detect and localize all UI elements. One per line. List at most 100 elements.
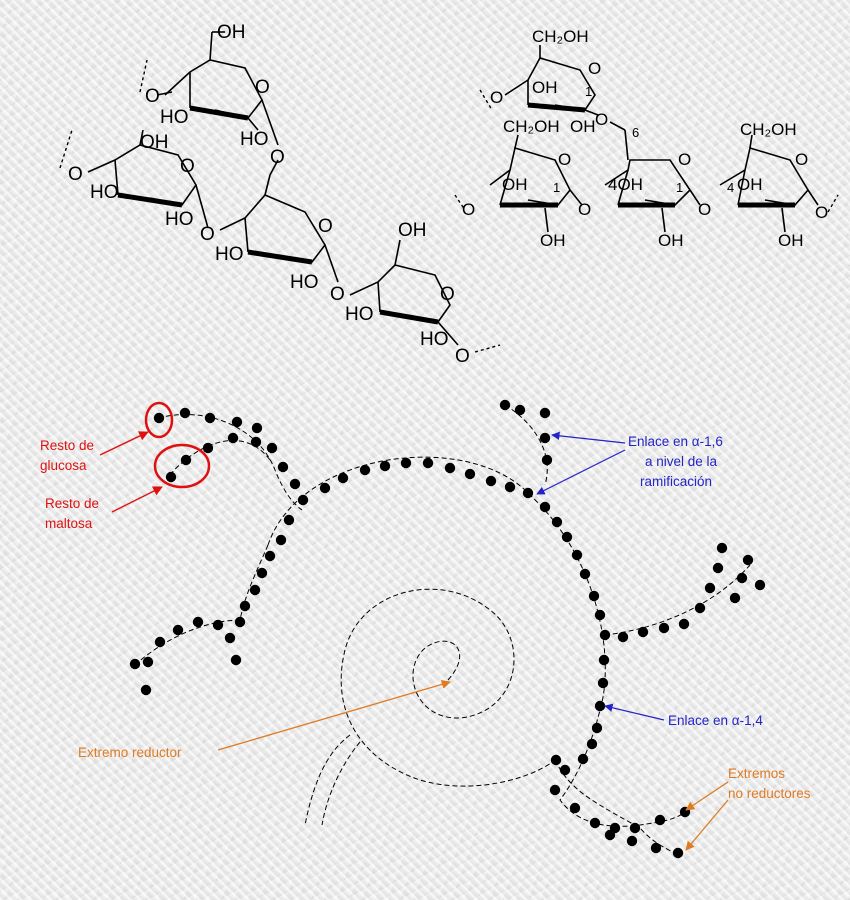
glucose-residue-dot <box>179 407 191 419</box>
chain1-glycosidic-o: O <box>578 200 591 219</box>
right-chemical-structure: CH₂OH O 1 O OH OH O 6 CH₂OH O 1 O OH OH <box>454 27 839 250</box>
bond-o-c6 <box>609 121 626 131</box>
enlace-16-line2: a nivel de la <box>645 454 718 469</box>
chain3-glycosidic-o: O <box>815 203 828 222</box>
glucose-residue-dot <box>464 468 476 480</box>
ring1-ho-label: HO <box>160 107 189 128</box>
ring1-oh-label: OH <box>217 22 246 43</box>
ring4-glycosidic-o: O <box>455 346 470 367</box>
glucose-residue-dot <box>165 471 177 483</box>
chain2-c1-number: 1 <box>676 180 683 195</box>
extremos-arrow-lower <box>685 799 729 851</box>
glucose-residue-dot <box>319 482 331 494</box>
glucose-residue-dot <box>754 579 766 591</box>
glucose-residue-dot <box>658 622 670 634</box>
glucose-residue-dot <box>626 835 638 847</box>
glucose-residue-dot <box>153 412 165 424</box>
chain1-oh-label: OH <box>502 175 528 194</box>
branch-oh-label: OH <box>532 78 558 97</box>
glucose-residue-dot <box>504 481 516 493</box>
glucose-residue-dot <box>594 700 606 712</box>
glucose-residue-dot <box>694 602 706 614</box>
glycogen-chain-diagram <box>129 399 766 859</box>
glucose-residue-dot <box>586 738 598 750</box>
glucose-residue-dot <box>172 624 184 636</box>
glucose-ring-2: OH O O HO HO O <box>59 129 215 245</box>
chain1-c1-number: 1 <box>553 180 560 195</box>
resto-glucosa-line2: glucosa <box>40 458 87 473</box>
chain-tail-2 <box>321 741 361 826</box>
glucose-residue-dot <box>289 478 301 490</box>
glucose-residue-dot <box>678 618 690 630</box>
glucose-residue-dot <box>637 626 649 638</box>
glucose-residue-dot <box>192 616 204 628</box>
annotation-extremo-reductor: Extremo reductor <box>78 679 451 760</box>
glucose-residue-dot <box>650 842 662 854</box>
enlace-16-line3: ramificación <box>640 474 712 489</box>
glucose-residue-dot <box>539 407 551 419</box>
chain1-ring-oxygen: O <box>558 150 571 169</box>
glucose-residue-dot <box>444 462 456 474</box>
glucose-residue-dot <box>283 514 295 526</box>
ring1-glycosidic-o: O <box>270 147 285 168</box>
glucose-residue-dot <box>594 609 606 621</box>
annotation-extremos-no-reductores: Extremos no reductores <box>685 766 811 851</box>
glucose-residue-dot <box>604 829 616 841</box>
chain-glucose-ring-3: CH₂OH O 4 OH OH O <box>719 120 839 250</box>
lower-branch <box>554 759 679 856</box>
glucose-residue-dot <box>249 584 261 596</box>
right-branch <box>604 564 751 636</box>
chain3-ring-oxygen: O <box>795 150 808 169</box>
main-chain-arc <box>267 456 686 827</box>
maltosa-highlight-circle <box>153 443 211 489</box>
glucose-residue-dot <box>202 442 214 454</box>
glucose-residue-dot <box>297 494 309 506</box>
ring1-ho-lower: HO <box>240 129 269 150</box>
glucose-residue-dot <box>539 432 551 444</box>
branch-oh-lower: OH <box>570 117 596 136</box>
chain-glucose-ring-2: O 1 4OH OH O <box>604 150 711 250</box>
glucose-residue-dot <box>598 654 610 666</box>
glucose-residue-dot <box>499 399 511 411</box>
glucose-residue-dot <box>359 464 371 476</box>
glucose-residue-dot <box>129 658 141 670</box>
ring2-glycosidic-o: O <box>200 224 215 245</box>
chain3-oh-label: OH <box>737 175 763 194</box>
glucose-residue-dot <box>654 814 666 826</box>
glucose-residue-dot <box>514 404 526 416</box>
chain3-ch2oh-label: CH₂OH <box>740 120 797 139</box>
glucose-residue-dot <box>234 616 246 628</box>
enlace-14-label: Enlace en α-1,4 <box>668 713 763 728</box>
chain2-glycosidic-o: O <box>698 200 711 219</box>
glucose-residue-dot <box>571 549 583 561</box>
ring4-oh-label: OH <box>398 220 427 241</box>
top-right-branch <box>504 404 548 486</box>
glucose-residue-dot <box>379 460 391 472</box>
annotation-resto-glucosa: Resto de glucosa <box>40 431 149 473</box>
glucose-residue-dot <box>577 753 589 765</box>
chain3-oh-lower: OH <box>778 231 804 250</box>
ring3-ring-oxygen: O <box>318 216 333 237</box>
glucose-residue-dot <box>154 636 166 648</box>
resto-maltosa-line2: maltosa <box>45 516 93 531</box>
glucose-residue-dot <box>400 457 412 469</box>
extremos-arrow-upper <box>685 781 729 811</box>
chain1-oh-lower: OH <box>540 231 566 250</box>
glucose-residue-dot <box>589 817 601 829</box>
ring3-ho-label: HO <box>215 244 244 265</box>
glucose-residue-dot <box>422 457 434 469</box>
resto-glucosa-line1: Resto de <box>40 438 94 453</box>
chain2-ring-oxygen: O <box>678 150 691 169</box>
ring3-glycosidic-o: O <box>330 284 345 305</box>
ring2-ho-label: HO <box>90 182 119 203</box>
glucose-residue-dots <box>129 399 766 859</box>
glucose-residue-dot <box>591 722 603 734</box>
glucose-residue-dot <box>539 501 551 513</box>
glucose-residue-dot <box>277 461 289 473</box>
branch-glucose-ring: CH₂OH O 1 O OH OH O <box>479 27 608 136</box>
glucose-residue-dot <box>736 572 748 584</box>
branch-o-link: O <box>490 88 503 107</box>
glucose-residue-dot <box>617 631 629 643</box>
ring4-ho-label: HO <box>345 304 374 325</box>
